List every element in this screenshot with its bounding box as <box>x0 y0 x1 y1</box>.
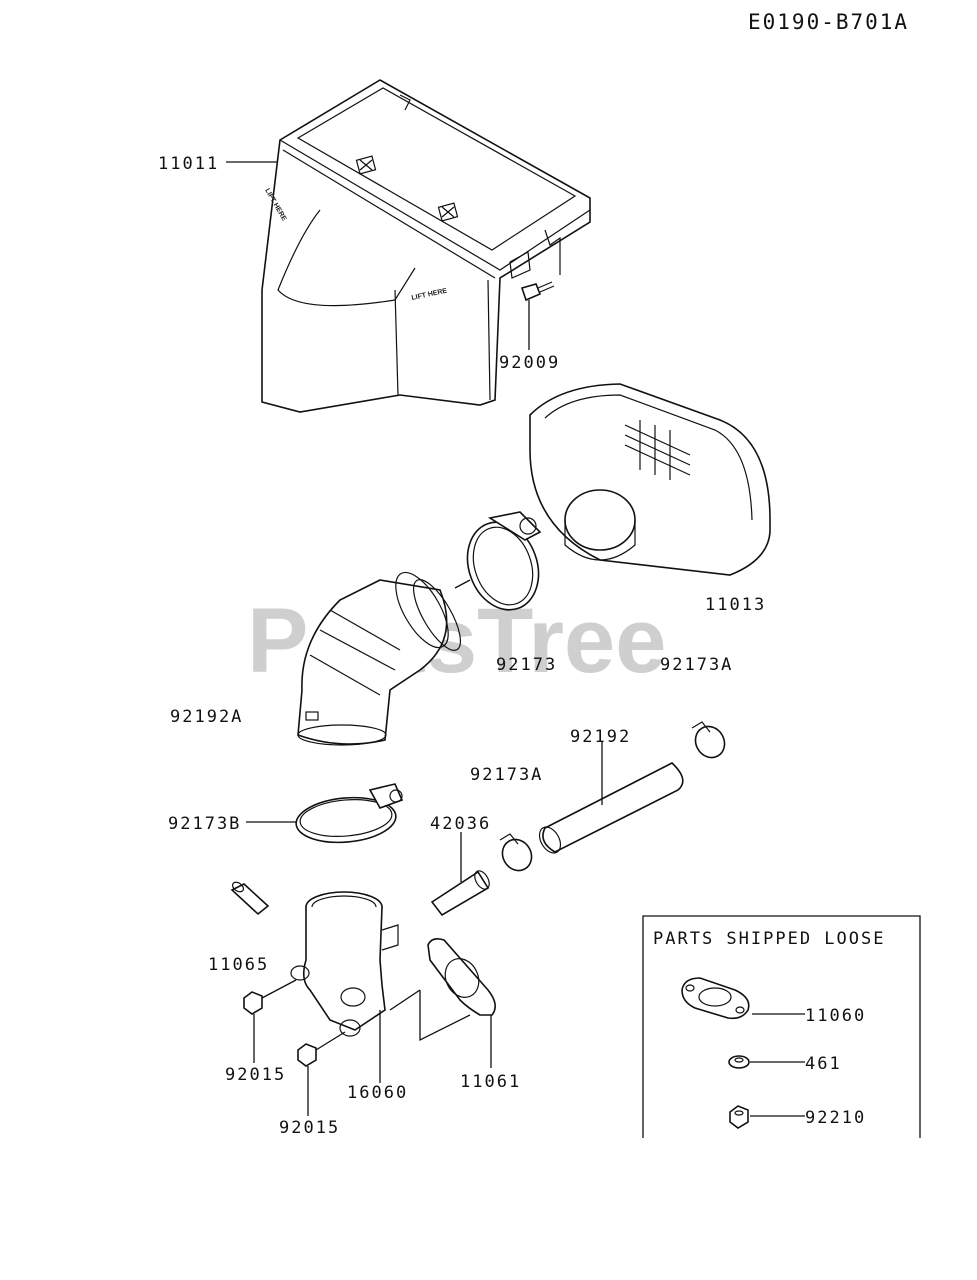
label-92173B[interactable]: 92173B <box>168 814 241 834</box>
label-16060[interactable]: 16060 <box>347 1083 408 1103</box>
diagram-code: E0190-B701A <box>748 10 909 34</box>
air-cleaner-cover[interactable]: LIFT HERE LIFT HERE <box>261 79 591 413</box>
label-461[interactable]: 461 <box>805 1054 842 1074</box>
label-11065[interactable]: 11065 <box>208 955 269 975</box>
label-11013[interactable]: 11013 <box>705 595 766 615</box>
gasket-11061[interactable] <box>427 938 496 1016</box>
washer-461[interactable] <box>728 1055 750 1069</box>
screw-92009[interactable] <box>520 281 555 302</box>
clamp-92173A-upper[interactable] <box>690 721 730 763</box>
leader-16060-b <box>389 989 421 1011</box>
label-92173A-1[interactable]: 92173A <box>660 655 733 675</box>
air-filter-element[interactable] <box>529 383 771 576</box>
clamp-92173A-lower[interactable] <box>497 833 537 876</box>
fitting-42036[interactable] <box>430 868 492 917</box>
label-92015-2[interactable]: 92015 <box>279 1118 340 1138</box>
label-92015-1[interactable]: 92015 <box>225 1065 286 1085</box>
elbow-hose-92192A[interactable] <box>297 565 469 746</box>
gasket-11060[interactable] <box>681 977 750 1020</box>
nut-92015-left[interactable] <box>243 991 263 1015</box>
nut-92210[interactable] <box>729 1105 749 1129</box>
label-92192[interactable]: 92192 <box>570 727 631 747</box>
label-11060[interactable]: 11060 <box>805 1006 866 1026</box>
dowel-pin[interactable] <box>230 880 270 916</box>
label-11061[interactable]: 11061 <box>460 1072 521 1092</box>
label-92192A[interactable]: 92192A <box>170 707 243 727</box>
label-92173A-2[interactable]: 92173A <box>470 765 543 785</box>
label-92173[interactable]: 92173 <box>496 655 557 675</box>
leader-nut-right <box>315 1031 346 1051</box>
label-42036[interactable]: 42036 <box>430 814 491 834</box>
label-11011[interactable]: 11011 <box>158 154 219 174</box>
loose-box-title: PARTS SHIPPED LOOSE <box>653 929 885 949</box>
clamp-92173B[interactable] <box>294 783 404 846</box>
label-92210[interactable]: 92210 <box>805 1108 866 1128</box>
nut-92015-right[interactable] <box>297 1043 317 1067</box>
hose-92192[interactable] <box>535 762 684 857</box>
leader-11061-bracket <box>419 990 471 1042</box>
label-92009[interactable]: 92009 <box>499 353 560 373</box>
parts-shipped-loose-box: PARTS SHIPPED LOOSE 11060 461 92210 <box>642 915 921 1138</box>
leader-92173 <box>454 579 471 589</box>
leader-nut-left <box>261 979 297 999</box>
intake-pipe-16060[interactable] <box>290 891 399 1037</box>
clamp-92173[interactable] <box>456 511 551 620</box>
